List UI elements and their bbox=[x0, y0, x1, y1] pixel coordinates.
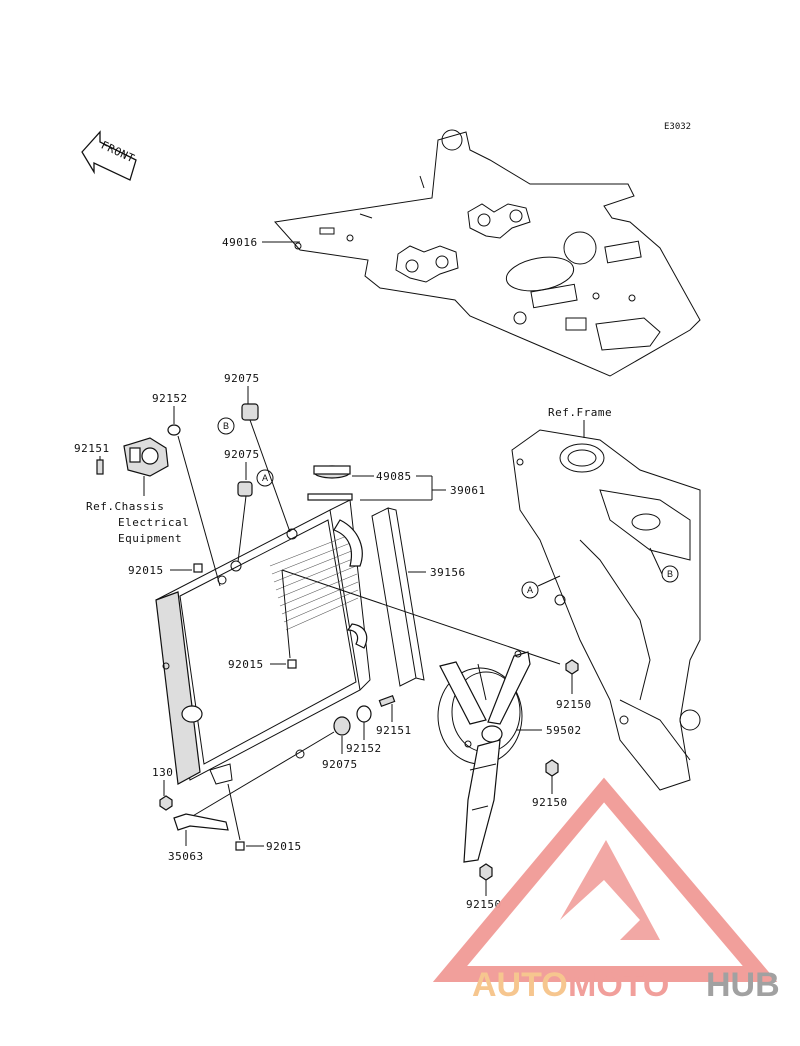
washer-92152-low bbox=[356, 705, 372, 723]
nut-92150-b bbox=[545, 759, 559, 777]
label-92015-left: 92015 bbox=[128, 564, 164, 577]
clip-92015-bottom bbox=[235, 841, 245, 851]
label-92015-bottom: 92015 bbox=[266, 840, 302, 853]
fan-assembly-59502 bbox=[437, 650, 531, 863]
label-ref-frame: Ref.Frame bbox=[548, 406, 612, 419]
bolt-130 bbox=[159, 795, 173, 811]
label-130: 130 bbox=[152, 766, 173, 779]
watermark-hub: HUB bbox=[706, 966, 780, 1004]
frame-outline bbox=[511, 429, 701, 791]
svg-text:B: B bbox=[667, 569, 673, 579]
callout-b-top bbox=[217, 417, 235, 435]
label-92075-mid: 92075 bbox=[224, 448, 260, 461]
diagram-code: E3032 bbox=[664, 122, 691, 132]
bolt-92151-low bbox=[378, 695, 396, 707]
watermark-moto: MOTO bbox=[568, 966, 669, 1004]
cap-base-39061 bbox=[307, 493, 353, 501]
nut-92150-a bbox=[565, 659, 579, 675]
label-92150-c: 92150 bbox=[466, 898, 502, 911]
label-ref-chassis-1: Ref.Chassis bbox=[86, 500, 164, 513]
svg-text:A: A bbox=[527, 585, 533, 595]
label-39061: 39061 bbox=[450, 484, 486, 497]
fan-switch-body bbox=[123, 437, 169, 477]
watermark-auto: AUTO bbox=[472, 966, 568, 1004]
svg-text:A: A bbox=[262, 473, 268, 483]
label-92075-top: 92075 bbox=[224, 372, 260, 385]
washer-92152-top bbox=[167, 424, 181, 436]
label-92150-b: 92150 bbox=[532, 796, 568, 809]
bracket-35063 bbox=[173, 813, 229, 831]
undertray-plate-49016 bbox=[274, 129, 701, 377]
clip-92015-center bbox=[287, 659, 297, 669]
svg-text:B: B bbox=[223, 421, 229, 431]
label-39156: 39156 bbox=[430, 566, 466, 579]
callout-a-mid bbox=[256, 469, 274, 487]
nut-92150-c bbox=[479, 863, 493, 881]
grommet-92075-mid bbox=[237, 481, 253, 497]
label-92151-low: 92151 bbox=[376, 724, 412, 737]
automotohub-watermark: AUTO MOTO HUB bbox=[432, 777, 780, 1004]
callout-a-frame bbox=[521, 581, 539, 599]
label-49085: 49085 bbox=[376, 470, 412, 483]
label-92015-center: 92015 bbox=[228, 658, 264, 671]
label-ref-chassis-2: Electrical bbox=[118, 516, 189, 529]
label-92150-a: 92150 bbox=[556, 698, 592, 711]
front-arrow-icon: FRONT bbox=[81, 130, 137, 181]
radiator-core bbox=[155, 499, 371, 785]
grommet-92075-low bbox=[333, 716, 351, 736]
label-92075-low: 92075 bbox=[322, 758, 358, 771]
pad-39156 bbox=[371, 507, 417, 687]
label-49016: 49016 bbox=[222, 236, 258, 249]
label-ref-chassis-3: Equipment bbox=[118, 532, 182, 545]
grommet-92075-top bbox=[241, 403, 259, 421]
label-92152-low: 92152 bbox=[346, 742, 382, 755]
label-59502: 59502 bbox=[546, 724, 582, 737]
label-92151-top: 92151 bbox=[74, 442, 110, 455]
clip-92015-left bbox=[193, 563, 203, 573]
label-35063: 35063 bbox=[168, 850, 204, 863]
bolt-92151-top bbox=[96, 459, 104, 475]
label-92152-top: 92152 bbox=[152, 392, 188, 405]
watermark-triangle-icon bbox=[432, 777, 778, 982]
